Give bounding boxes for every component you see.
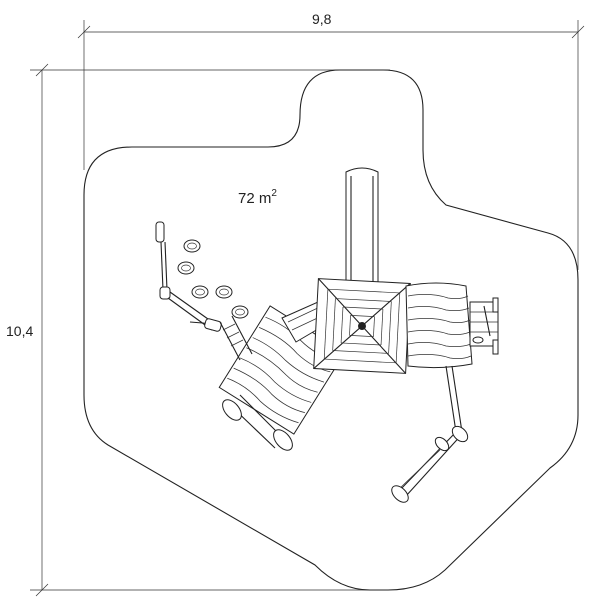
area-label: 72 m2 [238,188,277,207]
slide [345,167,379,283]
left-platform [218,305,346,435]
width-dimension: 9,8 [77,11,585,270]
right-diagonal-beam [391,365,469,503]
central-tower-roof [313,278,411,374]
height-dimension: 10,4 [6,63,390,597]
stepping-posts [177,239,249,319]
width-label: 9,8 [312,11,332,27]
right-platform [405,282,473,369]
left-balance-beam [155,221,222,332]
safety-zone-outline [83,69,579,591]
height-label: 10,4 [6,323,33,339]
left-ladder [219,315,293,451]
right-ladder [469,297,499,355]
